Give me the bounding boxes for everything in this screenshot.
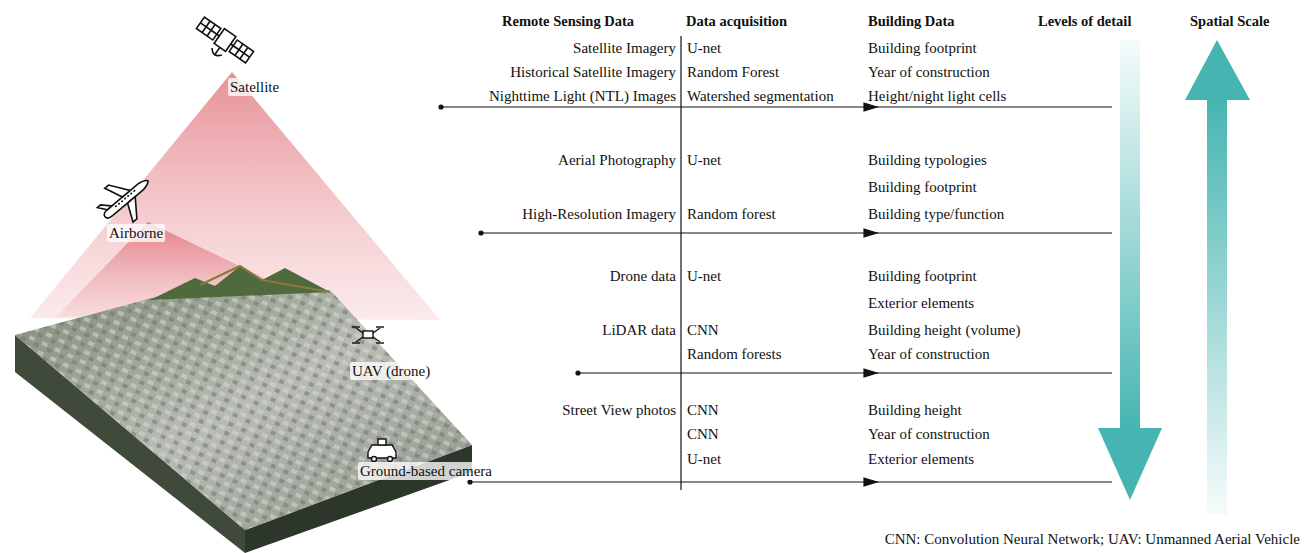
platform-label: Ground-based camera xyxy=(358,462,494,480)
table-cell: Year of construction xyxy=(868,63,990,81)
platform-label: UAV (drone) xyxy=(350,362,432,380)
table-cell: CNN xyxy=(687,321,719,339)
table-cell: U-net xyxy=(687,151,721,169)
table-cell: Building typologies xyxy=(868,151,987,169)
column-header: Data acquisition xyxy=(686,12,787,30)
table-cell: Street View photos xyxy=(562,401,676,419)
column-header: Remote Sensing Data xyxy=(502,12,634,30)
table-cell: Building footprint xyxy=(868,39,977,57)
table-cell: U-net xyxy=(687,450,721,468)
table-cell: Drone data xyxy=(610,267,676,285)
table-cell: Building footprint xyxy=(868,267,977,285)
table-cell: Random forest xyxy=(687,205,776,223)
table-cell: Height/night light cells xyxy=(868,87,1006,105)
table-cell: CNN xyxy=(687,425,719,443)
platform-label: Satellite xyxy=(228,78,281,96)
table-cell: Building height xyxy=(868,401,962,419)
table-cell: Historical Satellite Imagery xyxy=(510,63,676,81)
table-cell: Building height (volume) xyxy=(868,321,1020,339)
table-cell: U-net xyxy=(687,39,721,57)
table-cell: High-Resolution Imagery xyxy=(522,205,676,223)
table-cell: LiDAR data xyxy=(602,321,676,339)
table-cell: Year of construction xyxy=(868,345,990,363)
column-header: Levels of detail xyxy=(1038,12,1131,30)
footnote: CNN: Convolution Neural Network; UAV: Un… xyxy=(885,530,1300,548)
column-header: Building Data xyxy=(868,12,955,30)
table-cell: Building type/function xyxy=(868,205,1004,223)
table-cell: Nighttime Light (NTL) Images xyxy=(489,87,676,105)
table-cell: CNN xyxy=(687,401,719,419)
table-cell: U-net xyxy=(687,267,721,285)
table-cell: Building footprint xyxy=(868,178,977,196)
table-cell: Exterior elements xyxy=(868,294,974,312)
table-cell: Satellite Imagery xyxy=(573,39,676,57)
column-header: Spatial Scale xyxy=(1190,12,1269,30)
table-cell: Year of construction xyxy=(868,425,990,443)
table-cell: Watershed segmentation xyxy=(687,87,834,105)
table-cell: Random Forest xyxy=(687,63,779,81)
table-cell: Exterior elements xyxy=(868,450,974,468)
table-cell: Random forests xyxy=(687,345,782,363)
platform-label: Airborne xyxy=(107,224,165,242)
table-cell: Aerial Photography xyxy=(558,151,676,169)
